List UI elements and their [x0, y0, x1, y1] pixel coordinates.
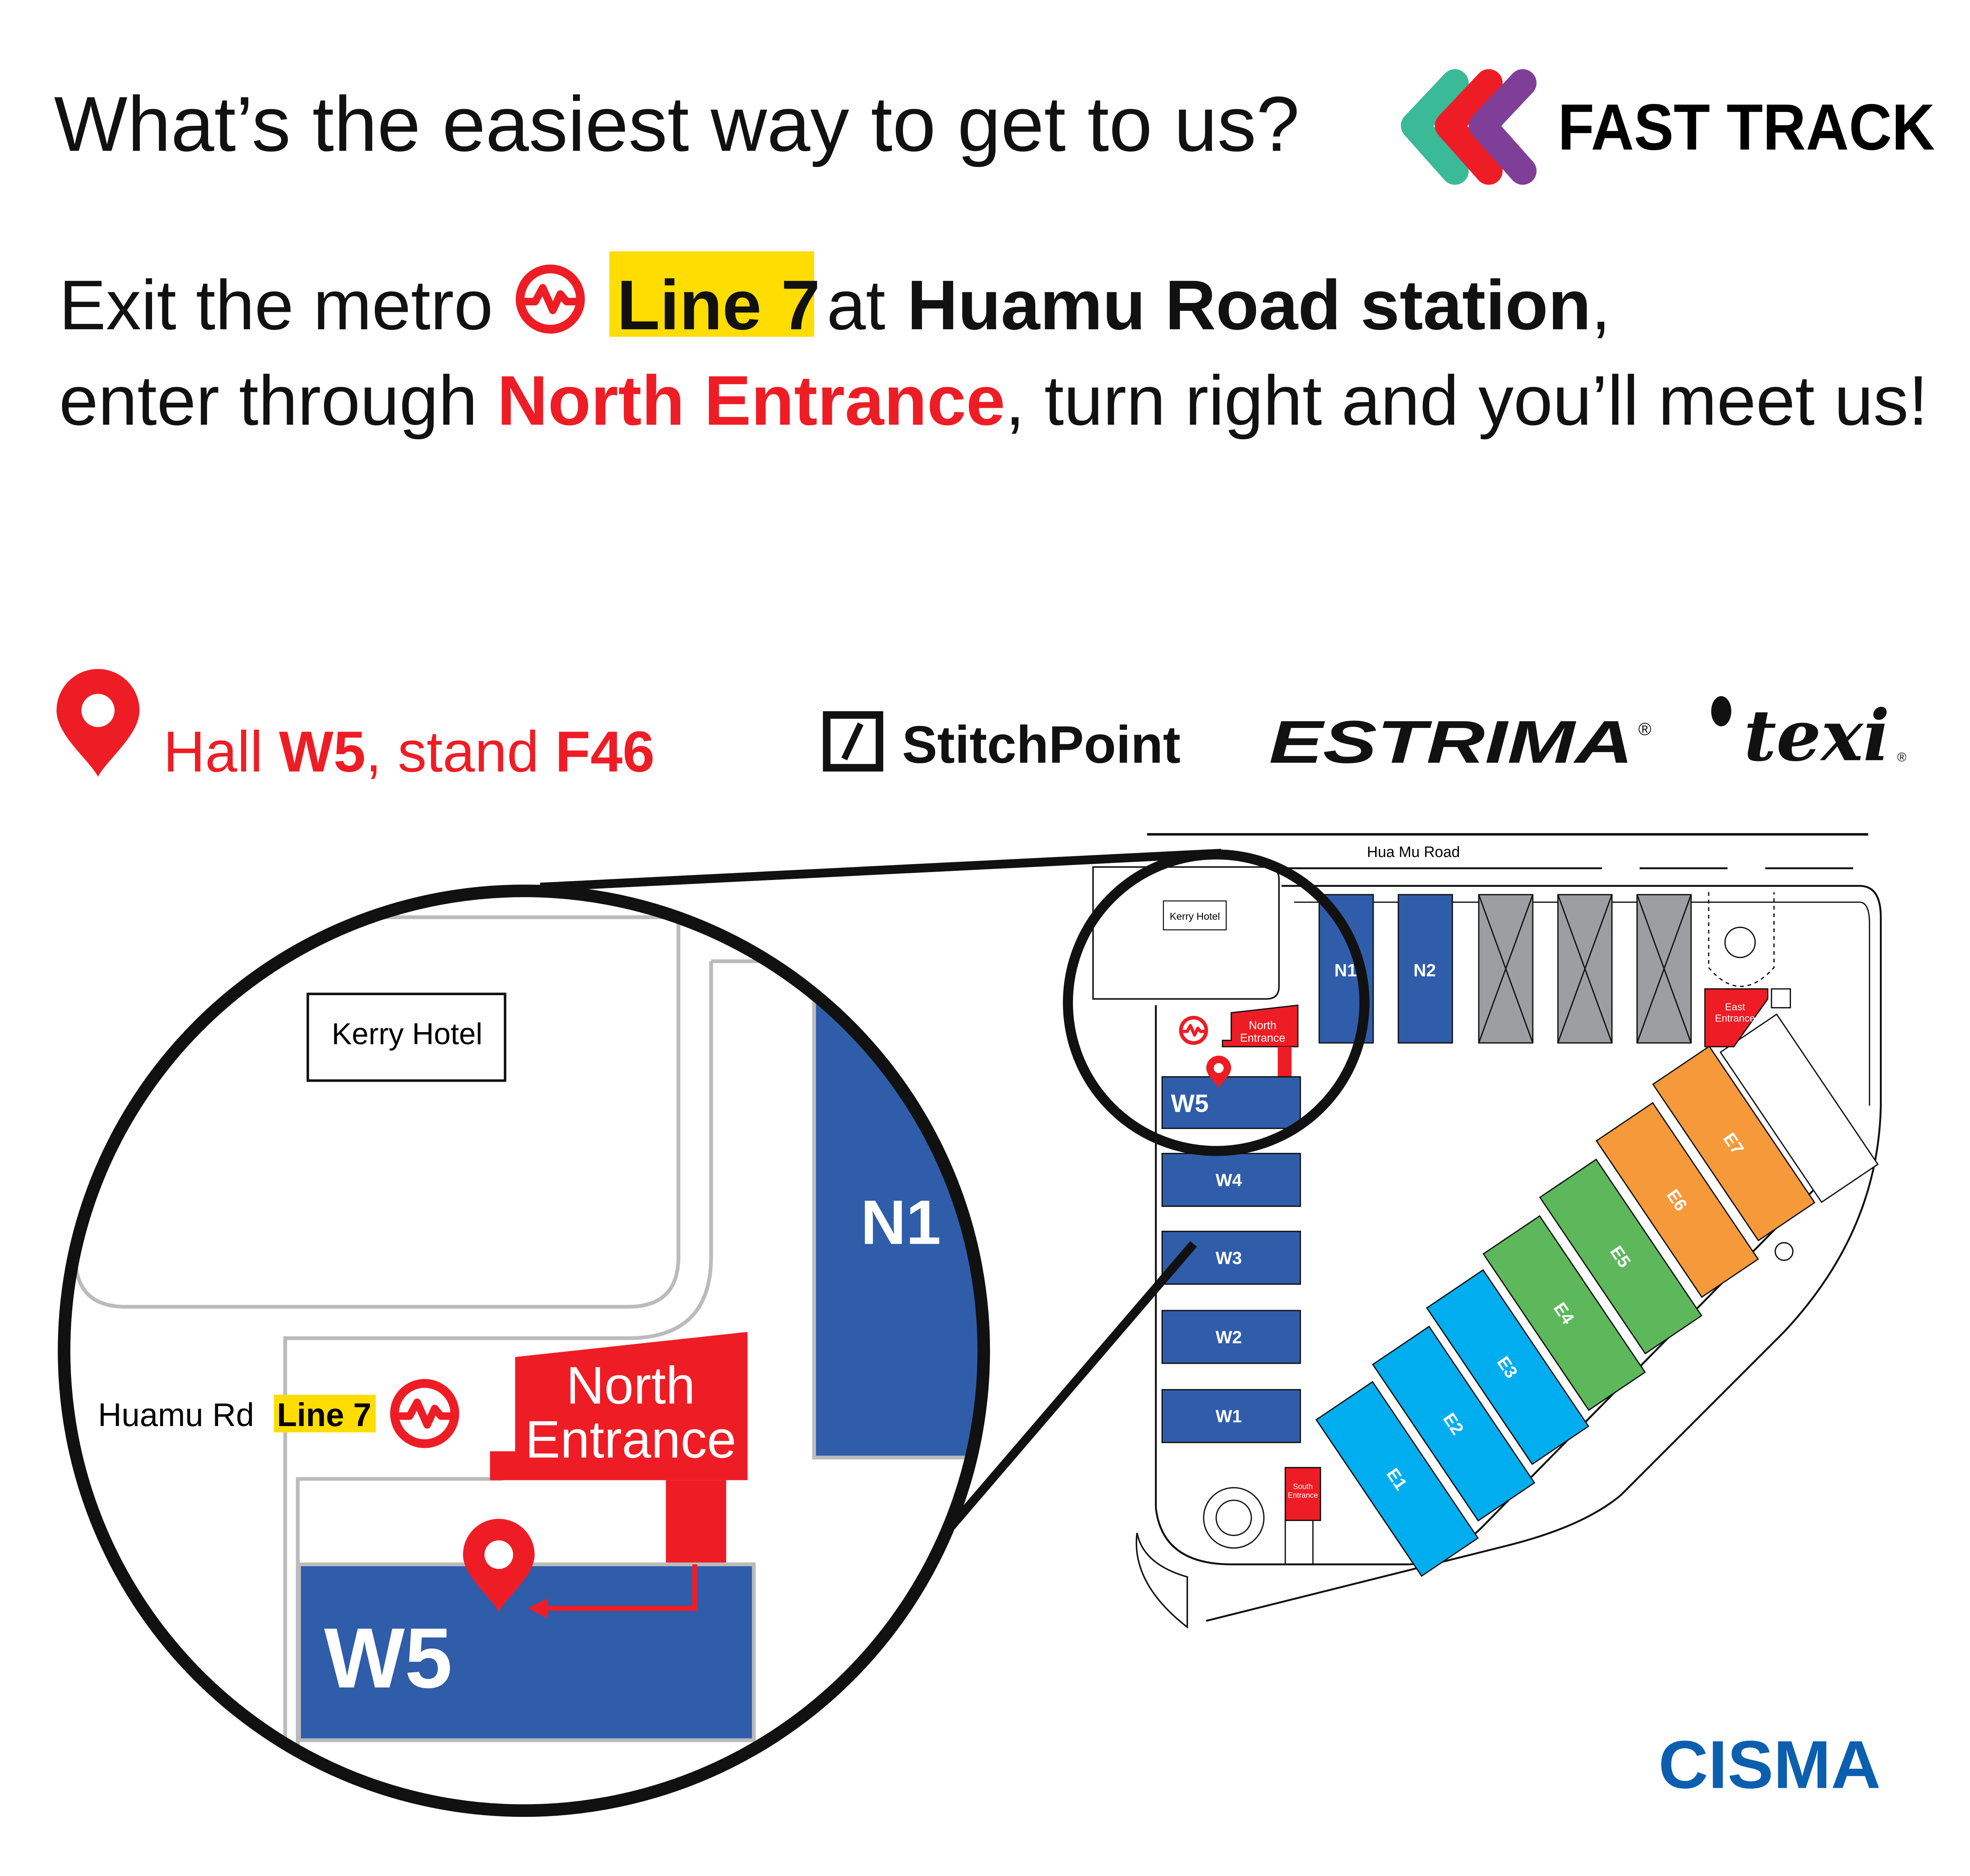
magnifier-small-circle: [1063, 849, 1370, 1156]
svg-text:Entrance: Entrance: [525, 1410, 736, 1469]
stitchpoint-logo: StitchPoint: [823, 711, 1181, 774]
zoom-hotel-label: Kerry Hotel: [332, 1017, 482, 1051]
svg-text:®: ®: [1638, 720, 1652, 739]
zoomed-view: Kerry Hotel N1 Huamu Rd Line 7 North Ent…: [64, 915, 984, 1811]
zoom-metro-icon: [392, 1384, 457, 1444]
svg-text:N2: N2: [1414, 961, 1436, 980]
hall-w1[interactable]: [1162, 1389, 1301, 1443]
page-title: What’s the easiest way to get to us?: [54, 80, 1300, 168]
magnifier-big-circle: [58, 884, 990, 1817]
svg-text:ESTRIMA: ESTRIMA: [1269, 709, 1634, 776]
line-badge-highlight: [609, 251, 814, 337]
south-entrance-marker[interactable]: [1285, 1467, 1321, 1521]
svg-text:texi: texi: [1744, 694, 1889, 777]
svg-text:W5: W5: [324, 1610, 452, 1706]
hall-w5[interactable]: [1162, 1076, 1301, 1129]
fast-track-logo: FAST TRACK: [1401, 69, 1935, 185]
svg-text:®: ®: [1897, 750, 1906, 764]
closed-halls: [1478, 894, 1692, 1044]
north-entrance-marker[interactable]: [1221, 1004, 1299, 1048]
chevrons-icon: [1401, 69, 1537, 185]
svg-text:East: East: [1725, 1002, 1745, 1013]
hall-e4[interactable]: E4: [1482, 1215, 1646, 1411]
directions-line-2: enter through North Entrance, turn right…: [59, 361, 1928, 440]
hall-e1[interactable]: E1: [1315, 1381, 1479, 1577]
fast-track-label: FAST TRACK: [1558, 91, 1935, 164]
hall-e5[interactable]: E5: [1539, 1158, 1703, 1355]
hall-e3[interactable]: E3: [1426, 1269, 1590, 1465]
svg-text:South: South: [1293, 1482, 1313, 1491]
road-label: Hua Mu Road: [1367, 844, 1460, 861]
estrima-logo: ESTRIMA ®: [1269, 709, 1652, 776]
directions-line-1: Exit the metro Line 7 at Huamu Road stat…: [59, 266, 1611, 344]
north-halls: N1 N2: [1318, 894, 1692, 1044]
svg-text:N1: N1: [861, 1187, 941, 1257]
svg-text:StitchPoint: StitchPoint: [902, 716, 1181, 774]
hall-e7[interactable]: E7: [1652, 1045, 1816, 1241]
west-halls: [1162, 1076, 1301, 1443]
svg-text:North: North: [566, 1356, 695, 1415]
east-halls: E7 E6 E5 E4 E3 E2 E1: [1315, 1013, 1879, 1577]
route-arrow: [542, 1564, 697, 1611]
east-entrance-marker[interactable]: [1704, 988, 1769, 1048]
zoom-station-label: Huamu Rd: [98, 1397, 254, 1433]
metro-icon: [518, 269, 583, 329]
magnifier-lines: [540, 849, 1221, 1530]
svg-text:North: North: [1249, 1019, 1277, 1032]
hall-e6[interactable]: E6: [1596, 1102, 1759, 1298]
zoom-line-label: Line 7: [277, 1397, 371, 1433]
hall-e2[interactable]: E2: [1372, 1326, 1536, 1522]
texi-logo: texi ®: [1711, 694, 1906, 777]
svg-text:W2: W2: [1216, 1328, 1242, 1347]
hall-w2[interactable]: [1162, 1310, 1301, 1364]
hall-w4[interactable]: [1162, 1153, 1301, 1207]
svg-text:W1: W1: [1216, 1407, 1242, 1426]
metro-icon-small: [1180, 1018, 1207, 1043]
svg-text:CISMA: CISMA: [1658, 1727, 1881, 1803]
svg-text:Entrance: Entrance: [1240, 1032, 1285, 1044]
svg-text:N1: N1: [1334, 961, 1357, 980]
zoom-north-entrance[interactable]: [490, 1332, 748, 1480]
svg-text:W3: W3: [1216, 1249, 1242, 1268]
svg-text:W5: W5: [1171, 1090, 1209, 1117]
hall-stand-label: Hall W5, stand F46: [163, 719, 654, 784]
hall-n2[interactable]: [1397, 894, 1453, 1044]
svg-text:Entrance: Entrance: [1288, 1492, 1318, 1500]
hotel-label: Kerry Hotel: [1170, 911, 1220, 922]
venue-map: Hua Mu Road Kerry Hotel N1 N2 North: [1092, 833, 1882, 1629]
cisma-logo: CISMA: [1658, 1727, 1881, 1803]
location-pin-icon: [56, 669, 140, 777]
svg-text:W4: W4: [1216, 1171, 1242, 1190]
svg-text:Entrance: Entrance: [1715, 1013, 1755, 1024]
